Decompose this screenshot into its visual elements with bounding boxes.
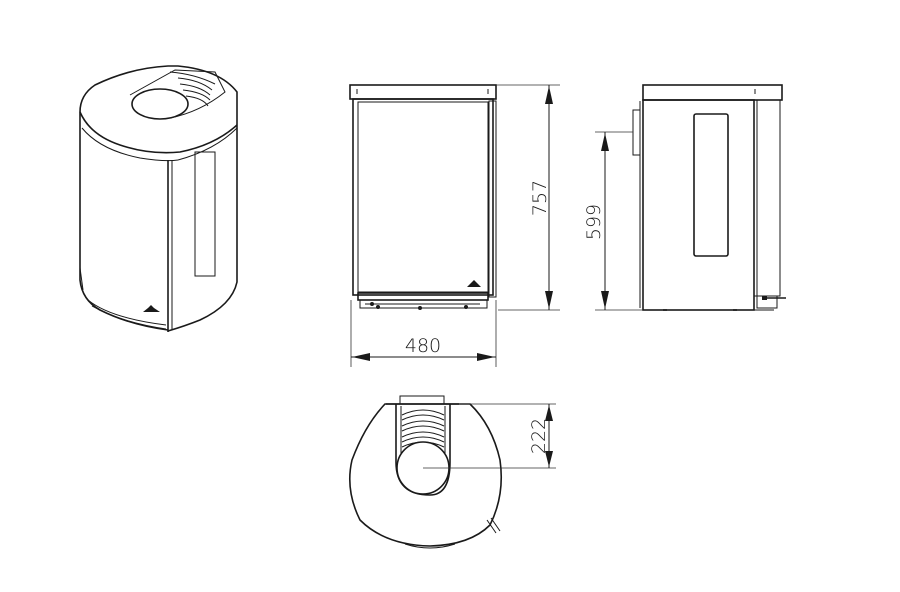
isometric-view (79, 65, 238, 332)
dim-height-757: 757 (529, 180, 551, 216)
dim-flue-offset-222: 222 (528, 418, 550, 454)
side-view: 599 (583, 84, 786, 311)
dim-width-480: 480 (405, 335, 441, 357)
front-view: 757 480 (349, 84, 560, 367)
dim-flue-height-599: 599 (583, 204, 605, 240)
top-view: 222 (349, 395, 556, 549)
